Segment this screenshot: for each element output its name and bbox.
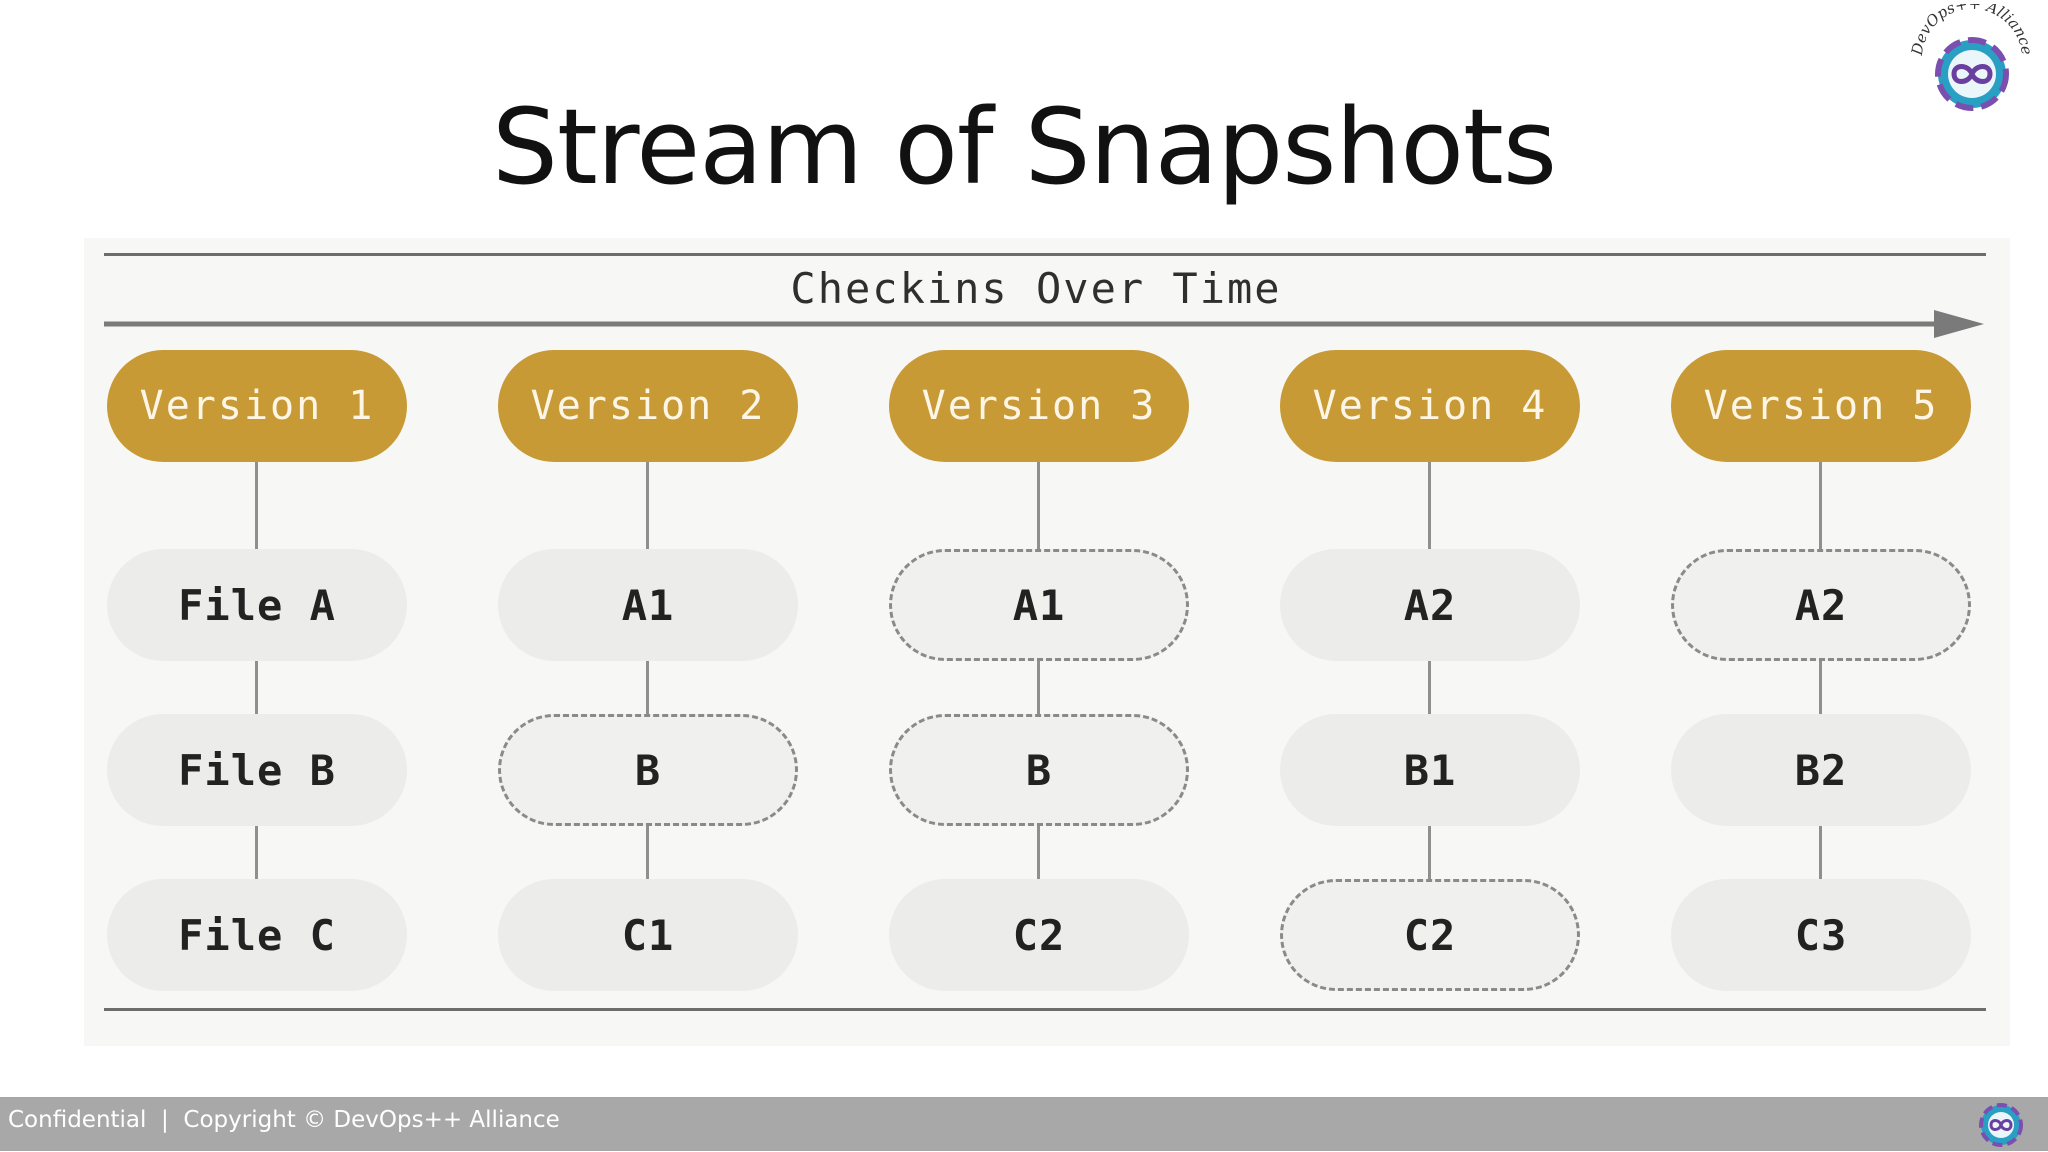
connector	[646, 462, 649, 549]
connector	[255, 661, 258, 714]
file-node: A2	[1280, 549, 1580, 661]
file-node: B1	[1280, 714, 1580, 826]
connector	[1428, 661, 1431, 714]
version-node: Version 3	[889, 350, 1189, 462]
file-node-unchanged: B	[498, 714, 798, 826]
file-node: C2	[889, 879, 1189, 991]
connector	[1428, 462, 1431, 549]
file-node: File C	[107, 879, 407, 991]
file-node-unchanged: B	[889, 714, 1189, 826]
version-column-2: Version 2 A1 B C1	[498, 350, 798, 996]
footer-logo	[1979, 1103, 2023, 1147]
version-node: Version 1	[107, 350, 407, 462]
connector	[1819, 661, 1822, 714]
connector	[1819, 462, 1822, 549]
timeline-label: Checkins Over Time	[790, 264, 1282, 313]
version-column-5: Version 5 A2 B2 C3	[1671, 350, 1971, 996]
slide-title: Stream of Snapshots	[491, 86, 1557, 208]
bottom-rule	[104, 1008, 1986, 1011]
connector	[646, 661, 649, 714]
file-node-unchanged: A2	[1671, 549, 1971, 661]
timeline-arrow	[104, 310, 1984, 338]
footer-text: Confidential | Copyright © DevOps++ Alli…	[8, 1107, 560, 1133]
devops-alliance-logo: DevOps++ Alliance	[1908, 4, 2034, 111]
footer-bar	[0, 1097, 2048, 1151]
file-node: A1	[498, 549, 798, 661]
version-node: Version 5	[1671, 350, 1971, 462]
connector	[255, 826, 258, 879]
file-node: C3	[1671, 879, 1971, 991]
connector	[1428, 826, 1431, 879]
connector	[255, 462, 258, 549]
file-node: File A	[107, 549, 407, 661]
connector	[1037, 462, 1040, 549]
version-column-1: Version 1 File A File B File C	[107, 350, 407, 996]
connector	[1037, 826, 1040, 879]
connector	[1037, 661, 1040, 714]
version-column-3: Version 3 A1 B C2	[889, 350, 1189, 996]
version-column-4: Version 4 A2 B1 C2	[1280, 350, 1580, 996]
file-node-unchanged: A1	[889, 549, 1189, 661]
file-node-unchanged: C2	[1280, 879, 1580, 991]
connector	[1819, 826, 1822, 879]
connector	[646, 826, 649, 879]
version-node: Version 2	[498, 350, 798, 462]
file-node: File B	[107, 714, 407, 826]
top-rule	[104, 253, 1986, 256]
file-node: C1	[498, 879, 798, 991]
file-node: B2	[1671, 714, 1971, 826]
version-node: Version 4	[1280, 350, 1580, 462]
